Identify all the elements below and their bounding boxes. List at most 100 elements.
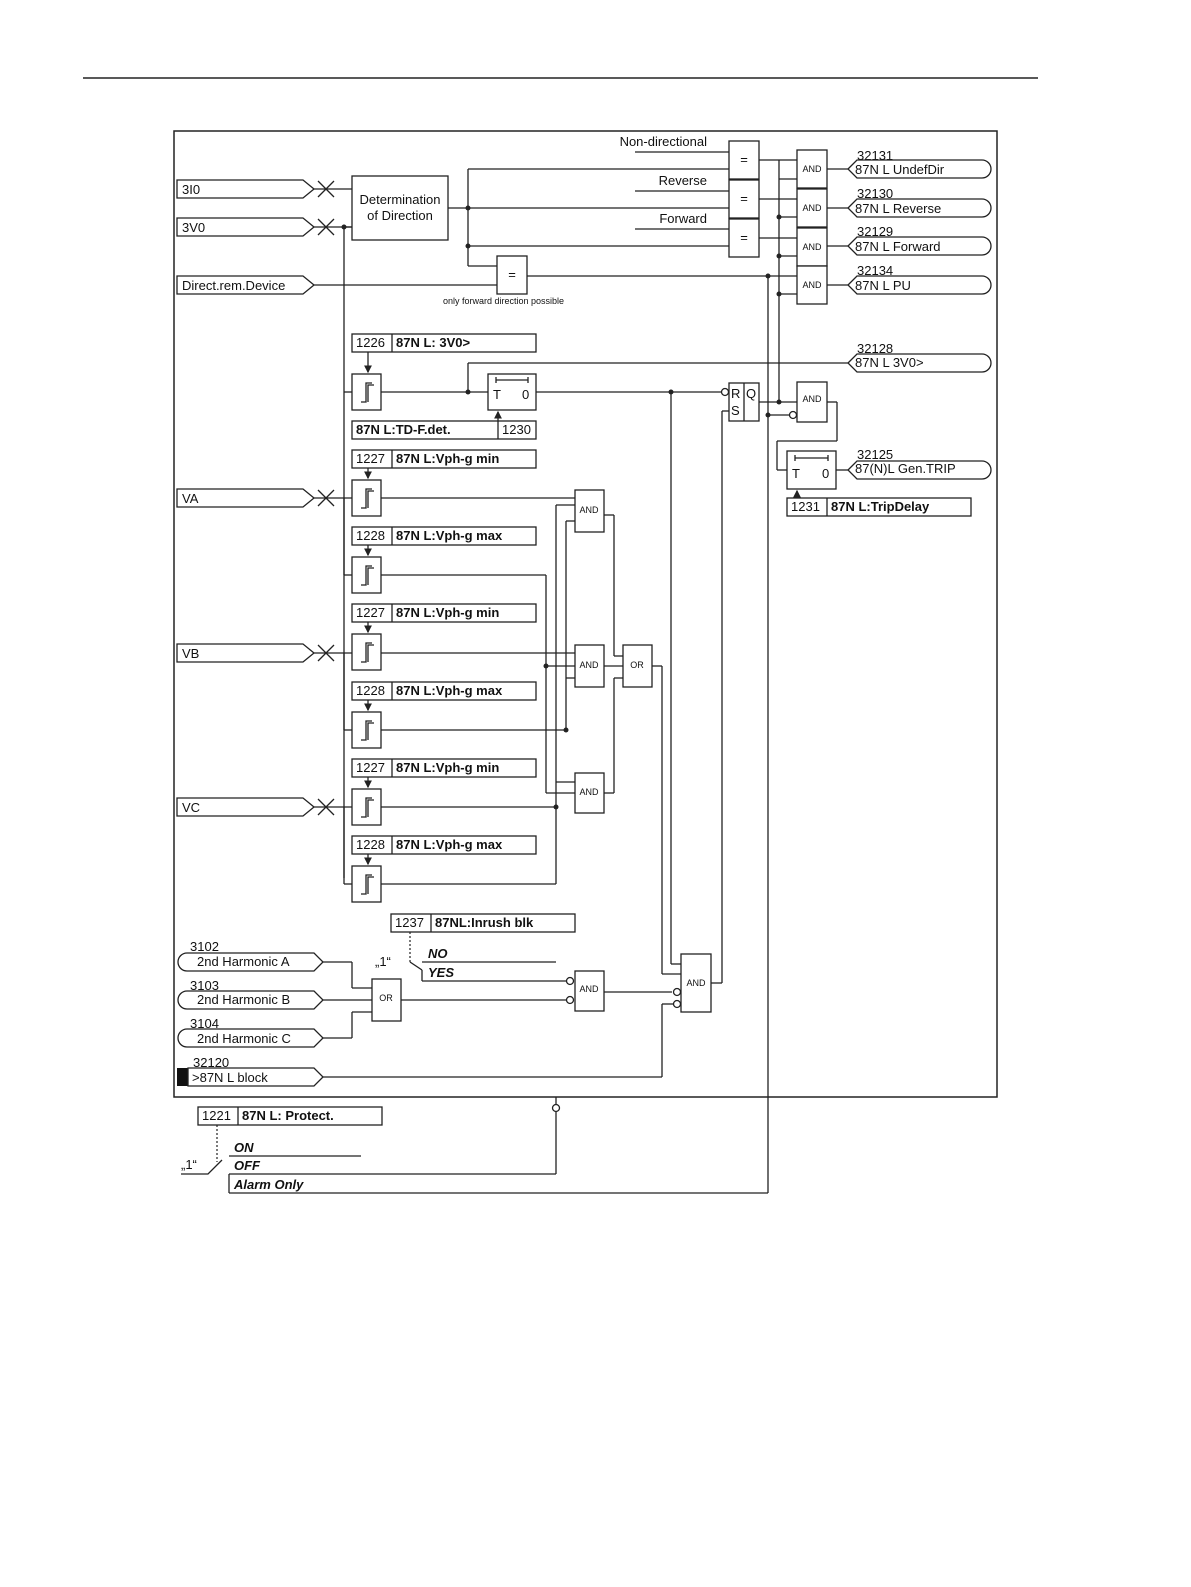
svg-text:87N L:Vph-g min: 87N L:Vph-g min — [396, 760, 499, 775]
or-gate-phase: OR — [622, 644, 653, 688]
svg-text:32134: 32134 — [857, 263, 893, 278]
svg-text:87(N)L Gen.TRIP: 87(N)L Gen.TRIP — [855, 461, 956, 476]
svg-text:AND: AND — [579, 787, 599, 797]
svg-text:32120: 32120 — [193, 1055, 229, 1070]
input-harmonic-b: 3103 2nd Harmonic B — [177, 978, 324, 1010]
svg-text:AND: AND — [802, 280, 822, 290]
note-only-forward: only forward direction possible — [443, 296, 564, 306]
svg-text:1228: 1228 — [356, 837, 385, 852]
svg-text:1221: 1221 — [202, 1108, 231, 1123]
output-undefdir: 32131 87N L UndefDir — [847, 148, 992, 179]
and-gate-pu: AND — [796, 265, 828, 305]
svg-text:2nd Harmonic B: 2nd Harmonic B — [197, 992, 290, 1007]
threshold-vc-max — [351, 865, 382, 903]
label-reverse: Reverse — [659, 173, 707, 188]
svg-text:AND: AND — [802, 394, 822, 404]
svg-text:T: T — [493, 387, 501, 402]
svg-text:AND: AND — [802, 242, 822, 252]
svg-text:1227: 1227 — [356, 451, 385, 466]
svg-text:>87N L block: >87N L block — [192, 1070, 268, 1085]
input-vc: VC — [176, 797, 316, 817]
cross-marks — [314, 180, 352, 816]
threshold-vb-min — [351, 633, 382, 671]
output-3v0: 32128 87N L 3V0> — [847, 341, 992, 373]
input-vb: VB — [176, 643, 316, 663]
setting-1230: 87N L:TD-F.det. 1230 — [351, 420, 537, 440]
svg-text:87NL:Inrush blk: 87NL:Inrush blk — [435, 915, 534, 930]
and-gate-reverse: AND — [796, 188, 828, 228]
svg-text:=: = — [740, 191, 748, 206]
rs-flipflop: R S Q — [728, 382, 760, 422]
svg-text:R: R — [731, 386, 740, 401]
and-gate-phase-b: AND — [574, 644, 605, 688]
threshold-3v0 — [351, 373, 382, 411]
svg-text:87N L:Vph-g max: 87N L:Vph-g max — [396, 683, 503, 698]
svg-text:AND: AND — [579, 505, 599, 515]
output-trip: 32125 87(N)L Gen.TRIP — [847, 447, 992, 480]
svg-text:T: T — [792, 466, 800, 481]
svg-text:87N L: Protect.: 87N L: Protect. — [242, 1108, 334, 1123]
direction-wiring — [344, 151, 729, 267]
and-gate-inrush: AND — [574, 970, 605, 1012]
protect-alarm-only: Alarm Only — [233, 1177, 304, 1192]
svg-text:OR: OR — [379, 993, 393, 1003]
svg-text:AND: AND — [579, 660, 599, 670]
timer-fdet: T 0 — [487, 373, 537, 411]
svg-text:3103: 3103 — [190, 978, 219, 993]
setting-1228-va: 1228 87N L:Vph-g max — [351, 526, 537, 546]
svg-text:1227: 1227 — [356, 760, 385, 775]
input-va: VA — [176, 488, 316, 508]
setting-1221: 1221 87N L: Protect. — [197, 1106, 383, 1126]
svg-text:Q: Q — [746, 386, 756, 401]
setting-1227-vc: 1227 87N L:Vph-g min — [351, 758, 537, 778]
svg-text:0: 0 — [522, 387, 529, 402]
svg-text:AND: AND — [802, 203, 822, 213]
svg-text:Determination: Determination — [360, 192, 441, 207]
svg-text:VC: VC — [182, 800, 200, 815]
svg-text:VA: VA — [182, 491, 199, 506]
setting-1228-vc: 1228 87N L:Vph-g max — [351, 835, 537, 855]
svg-text:2nd Harmonic A: 2nd Harmonic A — [197, 954, 290, 969]
svg-text:3104: 3104 — [190, 1016, 219, 1031]
comparator-non-directional: = — [728, 140, 760, 180]
svg-text:1230: 1230 — [502, 422, 531, 437]
svg-text:32129: 32129 — [857, 224, 893, 239]
diagram-frame — [173, 130, 998, 1098]
comparator-reverse: = — [728, 179, 760, 219]
svg-text:87N L PU: 87N L PU — [855, 278, 911, 293]
svg-text:1228: 1228 — [356, 528, 385, 543]
threshold-va-max — [351, 556, 382, 594]
svg-text:VB: VB — [182, 646, 199, 661]
and-gate-trip: AND — [796, 381, 828, 423]
setting-1228-vb: 1228 87N L:Vph-g max — [351, 681, 537, 701]
svg-text:32125: 32125 — [857, 447, 893, 462]
threshold-va-min — [351, 479, 382, 517]
and-gate-phase-c: AND — [574, 772, 605, 814]
svg-text:of Direction: of Direction — [367, 208, 433, 223]
svg-text:87N L:Vph-g max: 87N L:Vph-g max — [396, 837, 503, 852]
svg-text:3I0: 3I0 — [182, 182, 200, 197]
svg-text:1227: 1227 — [356, 605, 385, 620]
input-direct-rem-device: Direct.rem.Device — [176, 275, 316, 295]
setting-1226: 1226 87N L: 3V0> — [351, 333, 537, 353]
and-gate-phase-a: AND — [574, 489, 605, 533]
input-harmonic-c: 3104 2nd Harmonic C — [177, 1016, 324, 1048]
svg-text:3102: 3102 — [190, 939, 219, 954]
svg-text:87N L:Vph-g min: 87N L:Vph-g min — [396, 605, 499, 620]
comparator-forward: = — [728, 218, 760, 258]
timer-trip: T 0 — [786, 450, 837, 490]
setting-1231: 1231 87N L:TripDelay — [786, 497, 972, 517]
svg-text:87N L:TD-F.det.: 87N L:TD-F.det. — [356, 422, 451, 437]
svg-text:AND: AND — [802, 164, 822, 174]
svg-text:1228: 1228 — [356, 683, 385, 698]
setting-1227-vb: 1227 87N L:Vph-g min — [351, 603, 537, 623]
svg-text:87N L: 3V0>: 87N L: 3V0> — [396, 335, 470, 350]
and-gate-undef: AND — [796, 149, 828, 189]
label-non-directional: Non-directional — [620, 134, 708, 149]
inrush-one-label: „1“ — [375, 954, 391, 969]
output-forward: 32129 87N L Forward — [847, 224, 992, 256]
or-gate-harmonic: OR — [371, 978, 402, 1022]
svg-text:Direct.rem.Device: Direct.rem.Device — [182, 278, 285, 293]
input-3v0: 3V0 — [176, 217, 316, 237]
